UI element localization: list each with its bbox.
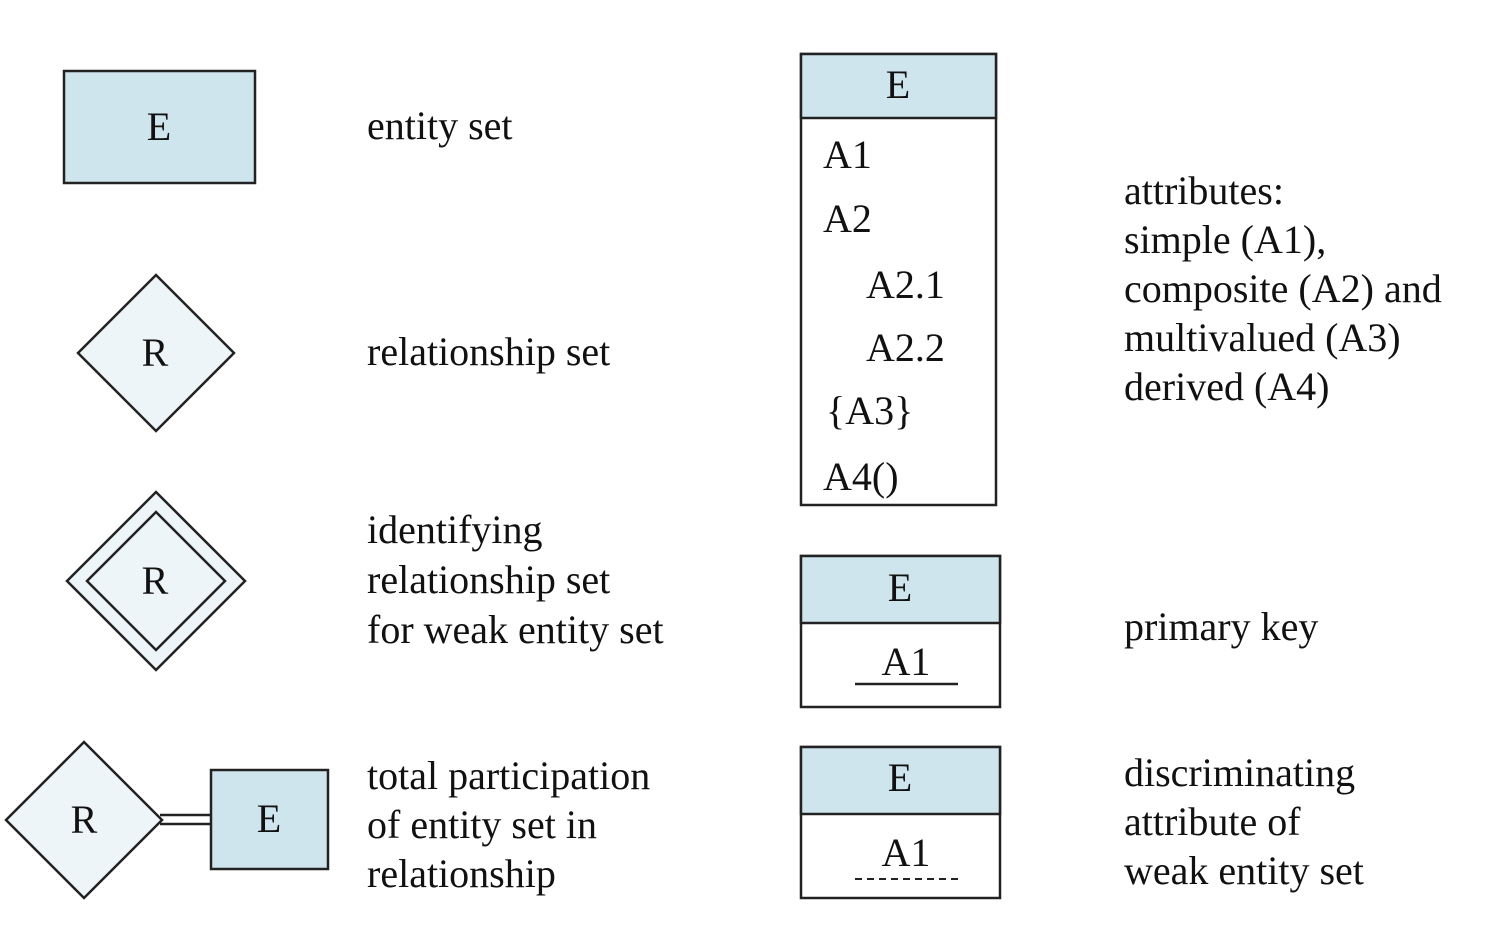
participation-entity-label: E [257,796,281,841]
discriminator-description-line-1: discriminating [1124,750,1355,795]
attribute-component-1: A2.1 [866,262,945,307]
discriminator-entity-symbol: E A1 [799,745,1002,900]
attributes-description-line-4: multivalued (A3) [1124,315,1401,360]
identifying-description-line-2: relationship set [367,557,610,602]
total-participation-line-2: of entity set in [367,802,597,847]
participation-entity-rectangle [209,768,330,871]
entity-set-symbol: E [62,69,257,185]
total-participation-description: total participation of entity set in rel… [367,753,660,896]
attribute-multivalued: {A3} [826,388,913,433]
attributes-entity-symbol: E A1 A2 A2.1 A2.2 {A3} A4() [799,52,998,507]
discriminator-description-line-2: attribute of [1124,799,1301,844]
primary-key-attribute: A1 [882,639,931,684]
discriminator-entity-header [799,745,1002,816]
relationship-diamond [76,273,236,433]
attribute-simple: A1 [823,132,872,177]
discriminator-description-line-3: weak entity set [1124,848,1364,893]
primary-key-entity-symbol: E A1 [799,554,1002,709]
attributes-description-line-1: attributes: [1124,168,1284,213]
total-participation-line-3: relationship [367,851,556,896]
identifying-description-line-1: identifying [367,507,543,552]
primary-key-entity-header [799,554,1002,625]
identifying-description: identifying relationship set for weak en… [367,507,664,652]
total-participation-symbol: R E [4,740,330,900]
total-participation-line-1: total participation [367,753,650,798]
entity-set-description: entity set [367,103,513,148]
participation-relationship-label: R [71,797,98,842]
primary-key-description: primary key [1124,604,1318,649]
identifying-inner-diamond [85,510,227,652]
attribute-component-2: A2.2 [866,325,945,370]
identifying-description-line-3: for weak entity set [367,607,664,652]
identifying-relationship-symbol: R [65,490,247,672]
relationship-symbol-label: R [142,330,169,375]
primary-key-entity-name: E [888,565,912,610]
entity-symbol-label: E [147,104,171,149]
attribute-composite: A2 [823,196,872,241]
attributes-entity-body [799,52,998,507]
discriminator-description: discriminating attribute of weak entity … [1124,750,1365,893]
discriminator-attribute: A1 [882,830,931,875]
attributes-description-line-2: simple (A1), [1124,217,1326,262]
attribute-derived: A4() [823,454,899,499]
entity-rectangle [62,69,257,185]
discriminator-entity-name: E [888,755,912,800]
attributes-description-line-5: derived (A4) [1124,364,1329,409]
attributes-description-line-3: composite (A2) and [1124,266,1442,311]
relationship-set-symbol: R [76,273,236,433]
identifying-symbol-label: R [142,558,169,603]
attributes-description: attributes: simple (A1), composite (A2) … [1124,168,1452,409]
participation-relationship-diamond [4,740,164,900]
attributes-entity-name: E [886,62,910,107]
relationship-set-description: relationship set [367,329,610,374]
attributes-entity-header [799,52,998,120]
